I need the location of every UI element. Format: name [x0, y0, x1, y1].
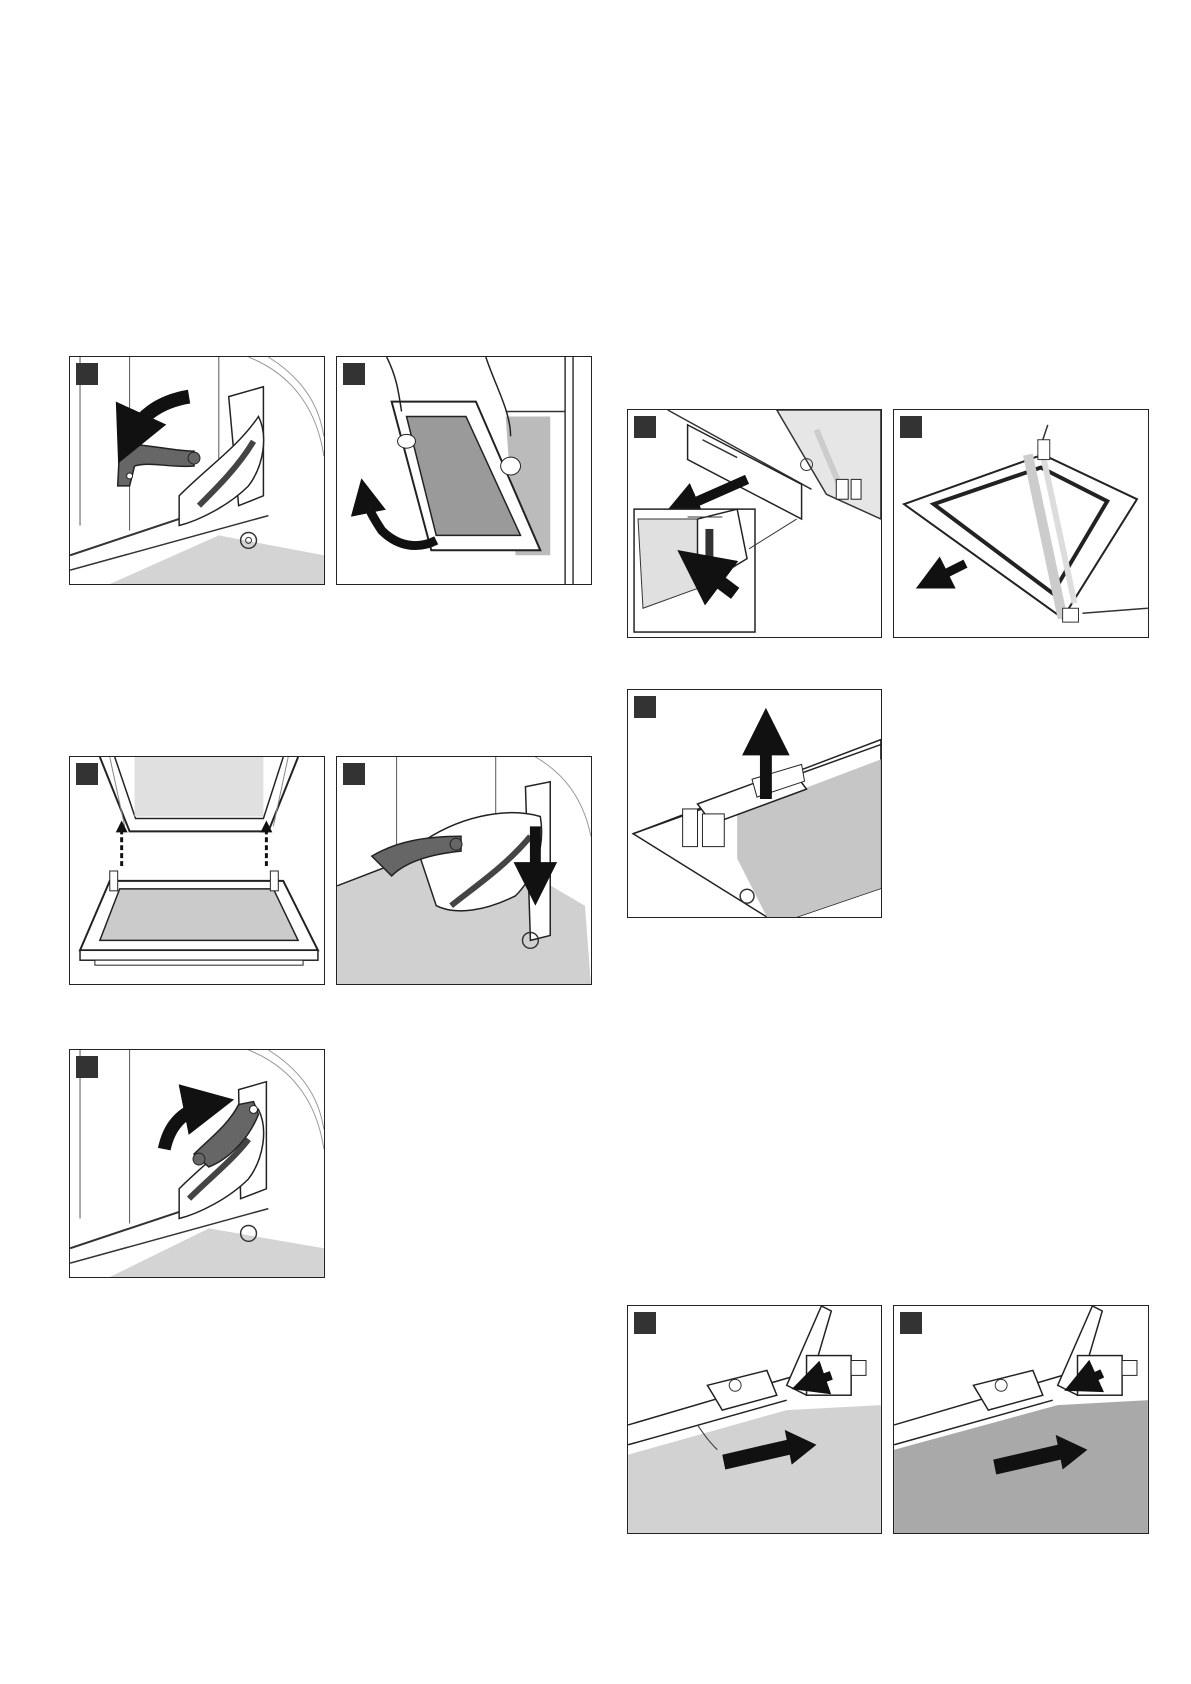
step-badge	[634, 696, 656, 718]
figure-hinge-lever-lower	[336, 756, 592, 985]
hinge-lever-down-illustration-icon	[70, 357, 324, 584]
step-badge	[634, 1312, 656, 1334]
lift-door-off-illustration-icon	[337, 357, 591, 584]
step-badge	[76, 763, 98, 785]
lift-hinge-clip-illustration-icon	[628, 690, 881, 917]
step-badge	[343, 363, 365, 385]
step-badge	[76, 1056, 98, 1078]
insert-glass-pane-illustration-icon	[628, 1306, 881, 1533]
figure-slide-pane-in-b	[893, 1305, 1149, 1534]
figure-remove-door	[336, 356, 592, 585]
figure-lift-clip	[627, 689, 882, 918]
step-badge	[343, 763, 365, 785]
press-clip-release-illustration-icon	[628, 410, 881, 637]
figure-hinge-lever-down	[69, 356, 325, 585]
close-hinge-lever-illustration-icon	[70, 1050, 324, 1277]
figure-door-hinge-slots	[69, 756, 325, 985]
step-badge	[900, 1312, 922, 1334]
door-hinge-slots-illustration-icon	[70, 757, 324, 984]
step-badge	[900, 416, 922, 438]
step-badge	[76, 363, 98, 385]
figure-slide-pane-in-a	[627, 1305, 882, 1534]
lower-door-hinge-illustration-icon	[337, 757, 591, 984]
insert-glass-pane-illustration-icon	[894, 1306, 1148, 1533]
figure-pull-out-glass	[893, 409, 1149, 638]
pull-glass-pane-illustration-icon	[894, 410, 1148, 637]
figure-hinge-lever-up	[69, 1049, 325, 1278]
step-badge	[634, 416, 656, 438]
figure-unclip-cover	[627, 409, 882, 638]
